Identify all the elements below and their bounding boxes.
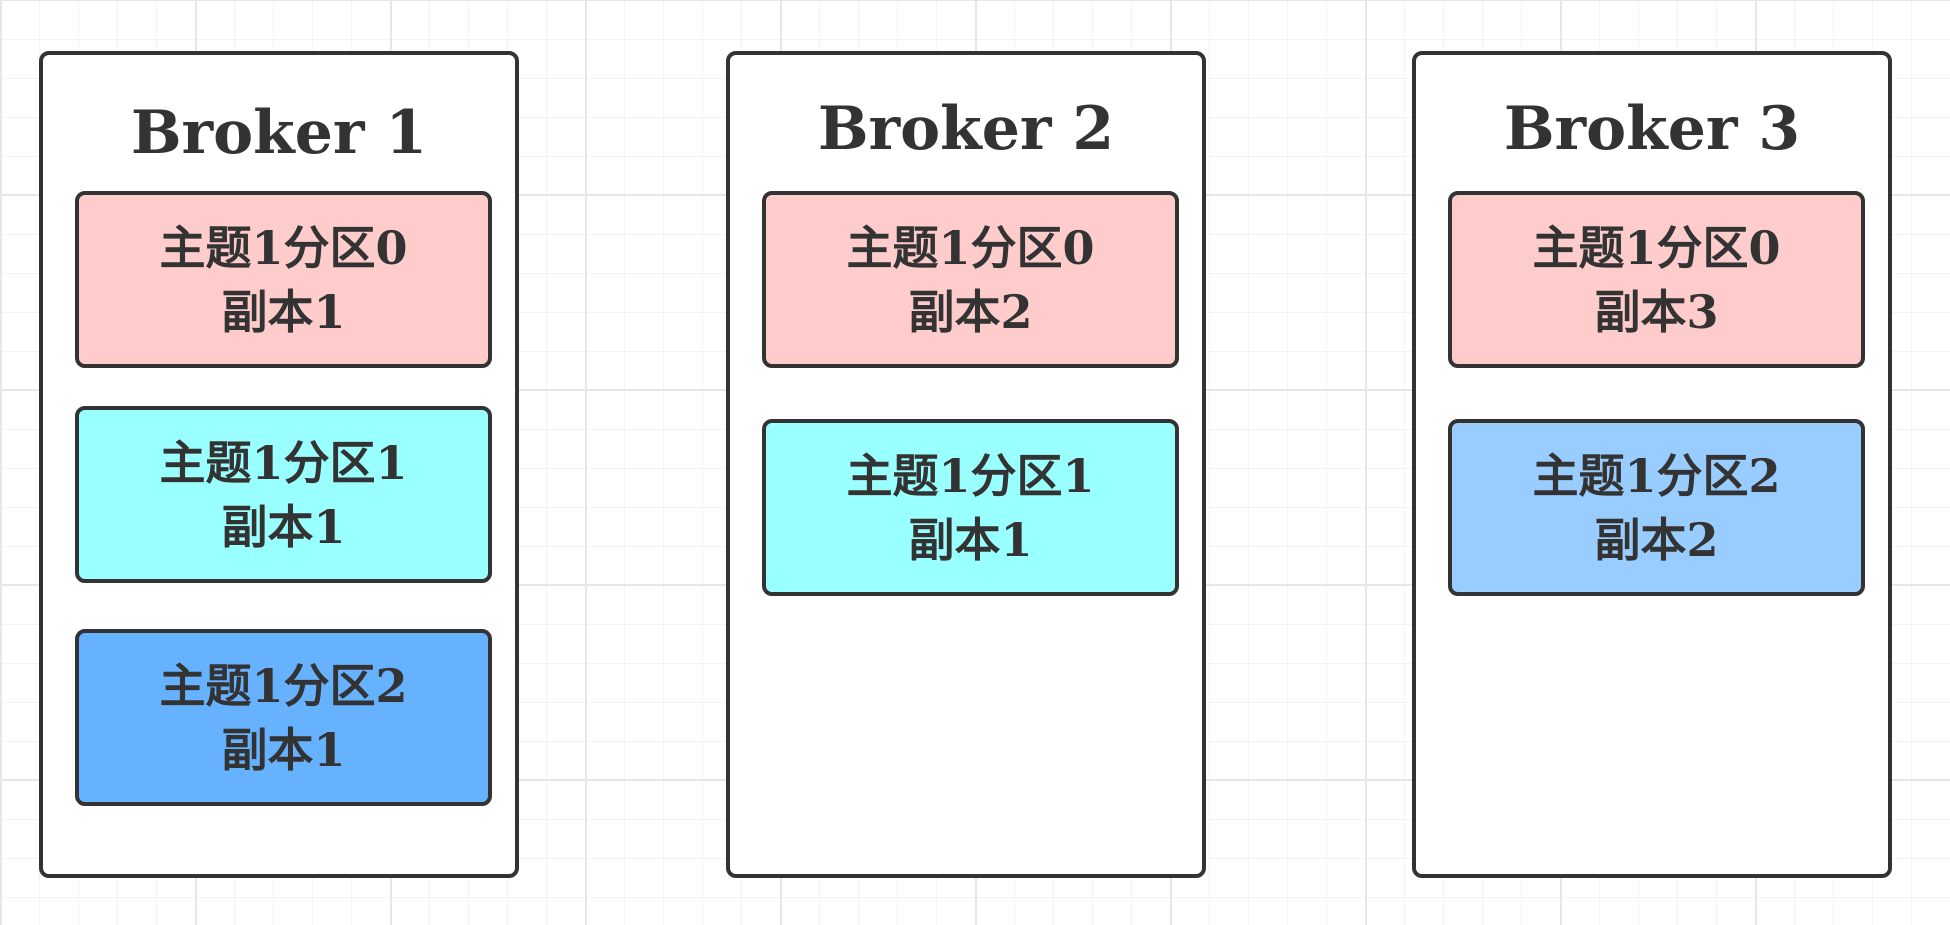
replica-partition-label: 主题1分区2 xyxy=(159,658,408,713)
replica-number-label: 副本2 xyxy=(908,284,1033,339)
replica-number-label: 副本1 xyxy=(221,284,346,339)
replica-partition-label: 主题1分区0 xyxy=(1532,220,1781,275)
broker-3-title: Broker 3 xyxy=(1503,94,1801,164)
broker-3-replica-partition-0[interactable]: 主题1分区0 副本3 xyxy=(1448,191,1865,368)
broker-3-replica-partition-2[interactable]: 主题1分区2 副本2 xyxy=(1448,419,1865,596)
broker-1-replica-partition-0[interactable]: 主题1分区0 副本1 xyxy=(75,191,492,368)
broker-1-container[interactable]: Broker 1 主题1分区0 副本1 主题1分区1 副本1 主题1分区2 副本… xyxy=(39,51,519,878)
broker-2-replica-partition-0[interactable]: 主题1分区0 副本2 xyxy=(762,191,1179,368)
replica-partition-label: 主题1分区0 xyxy=(846,220,1095,275)
broker-2-title: Broker 2 xyxy=(817,94,1115,164)
replica-number-label: 副本1 xyxy=(908,512,1033,567)
broker-1-title: Broker 1 xyxy=(130,98,428,168)
replica-partition-label: 主题1分区2 xyxy=(1532,448,1781,503)
broker-3-container[interactable]: Broker 3 主题1分区0 副本3 主题1分区2 副本2 xyxy=(1412,51,1892,878)
replica-partition-label: 主题1分区1 xyxy=(159,435,408,490)
broker-2-replica-partition-1[interactable]: 主题1分区1 副本1 xyxy=(762,419,1179,596)
replica-number-label: 副本1 xyxy=(221,499,346,554)
broker-1-replica-partition-1[interactable]: 主题1分区1 副本1 xyxy=(75,406,492,583)
replica-number-label: 副本1 xyxy=(221,722,346,777)
replica-partition-label: 主题1分区1 xyxy=(846,448,1095,503)
broker-1-replica-partition-2[interactable]: 主题1分区2 副本1 xyxy=(75,629,492,806)
replica-number-label: 副本3 xyxy=(1594,284,1719,339)
replica-number-label: 副本2 xyxy=(1594,512,1719,567)
replica-partition-label: 主题1分区0 xyxy=(159,220,408,275)
broker-2-container[interactable]: Broker 2 主题1分区0 副本2 主题1分区1 副本1 xyxy=(726,51,1206,878)
